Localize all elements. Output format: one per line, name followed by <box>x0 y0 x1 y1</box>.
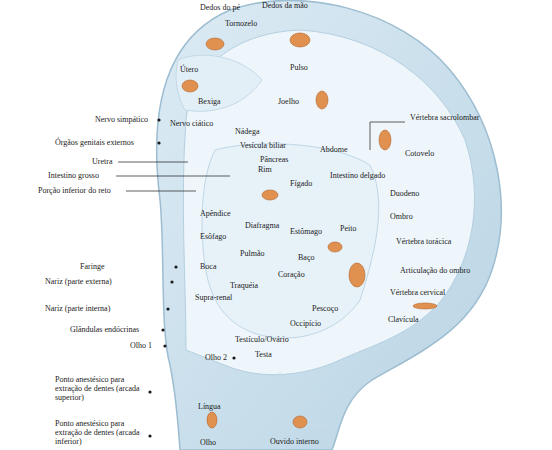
ear-point-label: Glândulas endócrinas <box>70 326 139 335</box>
kidney-icon <box>262 190 278 200</box>
elbow-icon <box>379 130 391 150</box>
ear-point-label: Duodeno <box>390 190 419 199</box>
ear-point-label: Pâncreas <box>260 156 288 165</box>
ear-point-label: Nervo ciático <box>170 120 213 129</box>
ear-point-label: Esôfago <box>200 233 226 242</box>
lobe-grid <box>182 372 330 450</box>
ear-point-label: Ombro <box>390 213 413 222</box>
ear-point-label: Bexiga <box>198 98 221 107</box>
ear-point-label: Peito <box>340 225 356 234</box>
leader-dot <box>148 434 151 437</box>
leader-dot <box>166 307 169 310</box>
leader-dot <box>163 344 166 347</box>
leader-dot <box>170 280 173 283</box>
leader-line <box>116 176 230 177</box>
ear-point-label: Rim <box>258 166 272 175</box>
ear-point-label: Vértebra torácica <box>396 238 451 247</box>
leader-line <box>370 122 405 150</box>
ear-point-label: Uretra <box>92 158 112 167</box>
tongue-icon <box>207 412 217 428</box>
head-icon <box>349 263 365 287</box>
ear-point-label: Olho 1 <box>130 342 152 351</box>
leader-dot <box>148 390 151 393</box>
leader-dot <box>232 356 235 359</box>
ear-point-label: Pulmão <box>240 250 264 259</box>
leader-dot <box>174 265 177 268</box>
ear-point-label: Olho <box>200 439 216 448</box>
ear-point-label: Porção inferior do reto <box>38 187 111 196</box>
inner-ear-icon <box>293 416 307 428</box>
leader-dot <box>157 141 160 144</box>
ear-point-label: Vértebra sacrolombar <box>410 114 480 123</box>
ear-point-label: Vértebra cervical <box>390 289 445 298</box>
ear-point-label: Occipício <box>290 320 321 329</box>
ear-point-label: Testículo/Ovário <box>235 336 289 345</box>
knee-icon <box>316 91 328 109</box>
ear-point-label: Nádega <box>235 128 259 137</box>
hand-icon <box>290 33 310 47</box>
triangular-fossa <box>176 55 262 111</box>
ear-point-label: Cotovelo <box>405 150 434 159</box>
ear-point-label: Diafragma <box>245 222 279 231</box>
ear-point-label: Faringe <box>80 263 104 272</box>
ear-point-label: Supra-renal <box>195 294 232 303</box>
ear-point-label: Boca <box>200 263 216 272</box>
ear-point-label: Intestino grosso <box>48 172 99 181</box>
ear-point-label: Útero <box>180 66 198 75</box>
ear-point-label: Clavícula <box>388 316 419 325</box>
ear-point-label: Dedos do pé <box>200 4 240 13</box>
uterus-icon <box>182 80 198 92</box>
ear-point-label: Vesícula biliar <box>240 142 286 151</box>
ear-point-label: Nariz (parte interna) <box>45 305 110 314</box>
ear-point-label: Pulso <box>290 64 308 73</box>
ear-point-label: Dedos da mão <box>262 2 308 11</box>
organ-icons <box>182 33 437 428</box>
clavicle-icon <box>413 303 437 309</box>
ear-point-label: Abdome <box>320 146 348 155</box>
ear-point-label: Articulação do ombro <box>400 267 470 276</box>
leader-dot <box>157 118 160 121</box>
ear-outline <box>157 0 501 450</box>
ear-point-label: Intestino delgado <box>330 172 385 181</box>
leader-dots <box>148 118 235 437</box>
ear-point-label: Ouvido interno <box>270 438 319 447</box>
ear-point-label: Joelho <box>278 98 299 107</box>
ear-point-label: Olho 2 <box>205 354 227 363</box>
leader-line <box>118 162 188 163</box>
ear-point-label: Tornozelo <box>225 20 257 29</box>
ear-point-label: Órgãos genitais externos <box>55 139 134 148</box>
ear-point-label: Língua <box>198 403 221 412</box>
toes-icon <box>206 38 224 50</box>
ear-point-label: Testa <box>255 351 272 360</box>
ear-point-label: Fígado <box>290 180 312 189</box>
ear-point-label: Apêndice <box>200 210 231 219</box>
ear-point-label: Nervo simpático <box>95 116 148 125</box>
ear-point-label: Ponto anestésico para extração de dentes… <box>55 420 145 446</box>
leader-lines <box>116 122 405 191</box>
ear-point-label: Estômago <box>290 228 322 237</box>
ear-point-label: Coração <box>278 271 305 280</box>
ear-point-label: Baço <box>298 254 314 263</box>
leader-dot <box>161 328 164 331</box>
ear-point-label: Ponto anestésico para extração de dentes… <box>55 376 145 402</box>
stomach-icon <box>328 242 342 252</box>
ear-point-label: Traquéia <box>230 282 258 291</box>
ear-point-label: Pescoço <box>312 305 338 314</box>
leader-line <box>126 191 196 192</box>
ear-point-label: Nariz (parte externa) <box>45 278 112 287</box>
